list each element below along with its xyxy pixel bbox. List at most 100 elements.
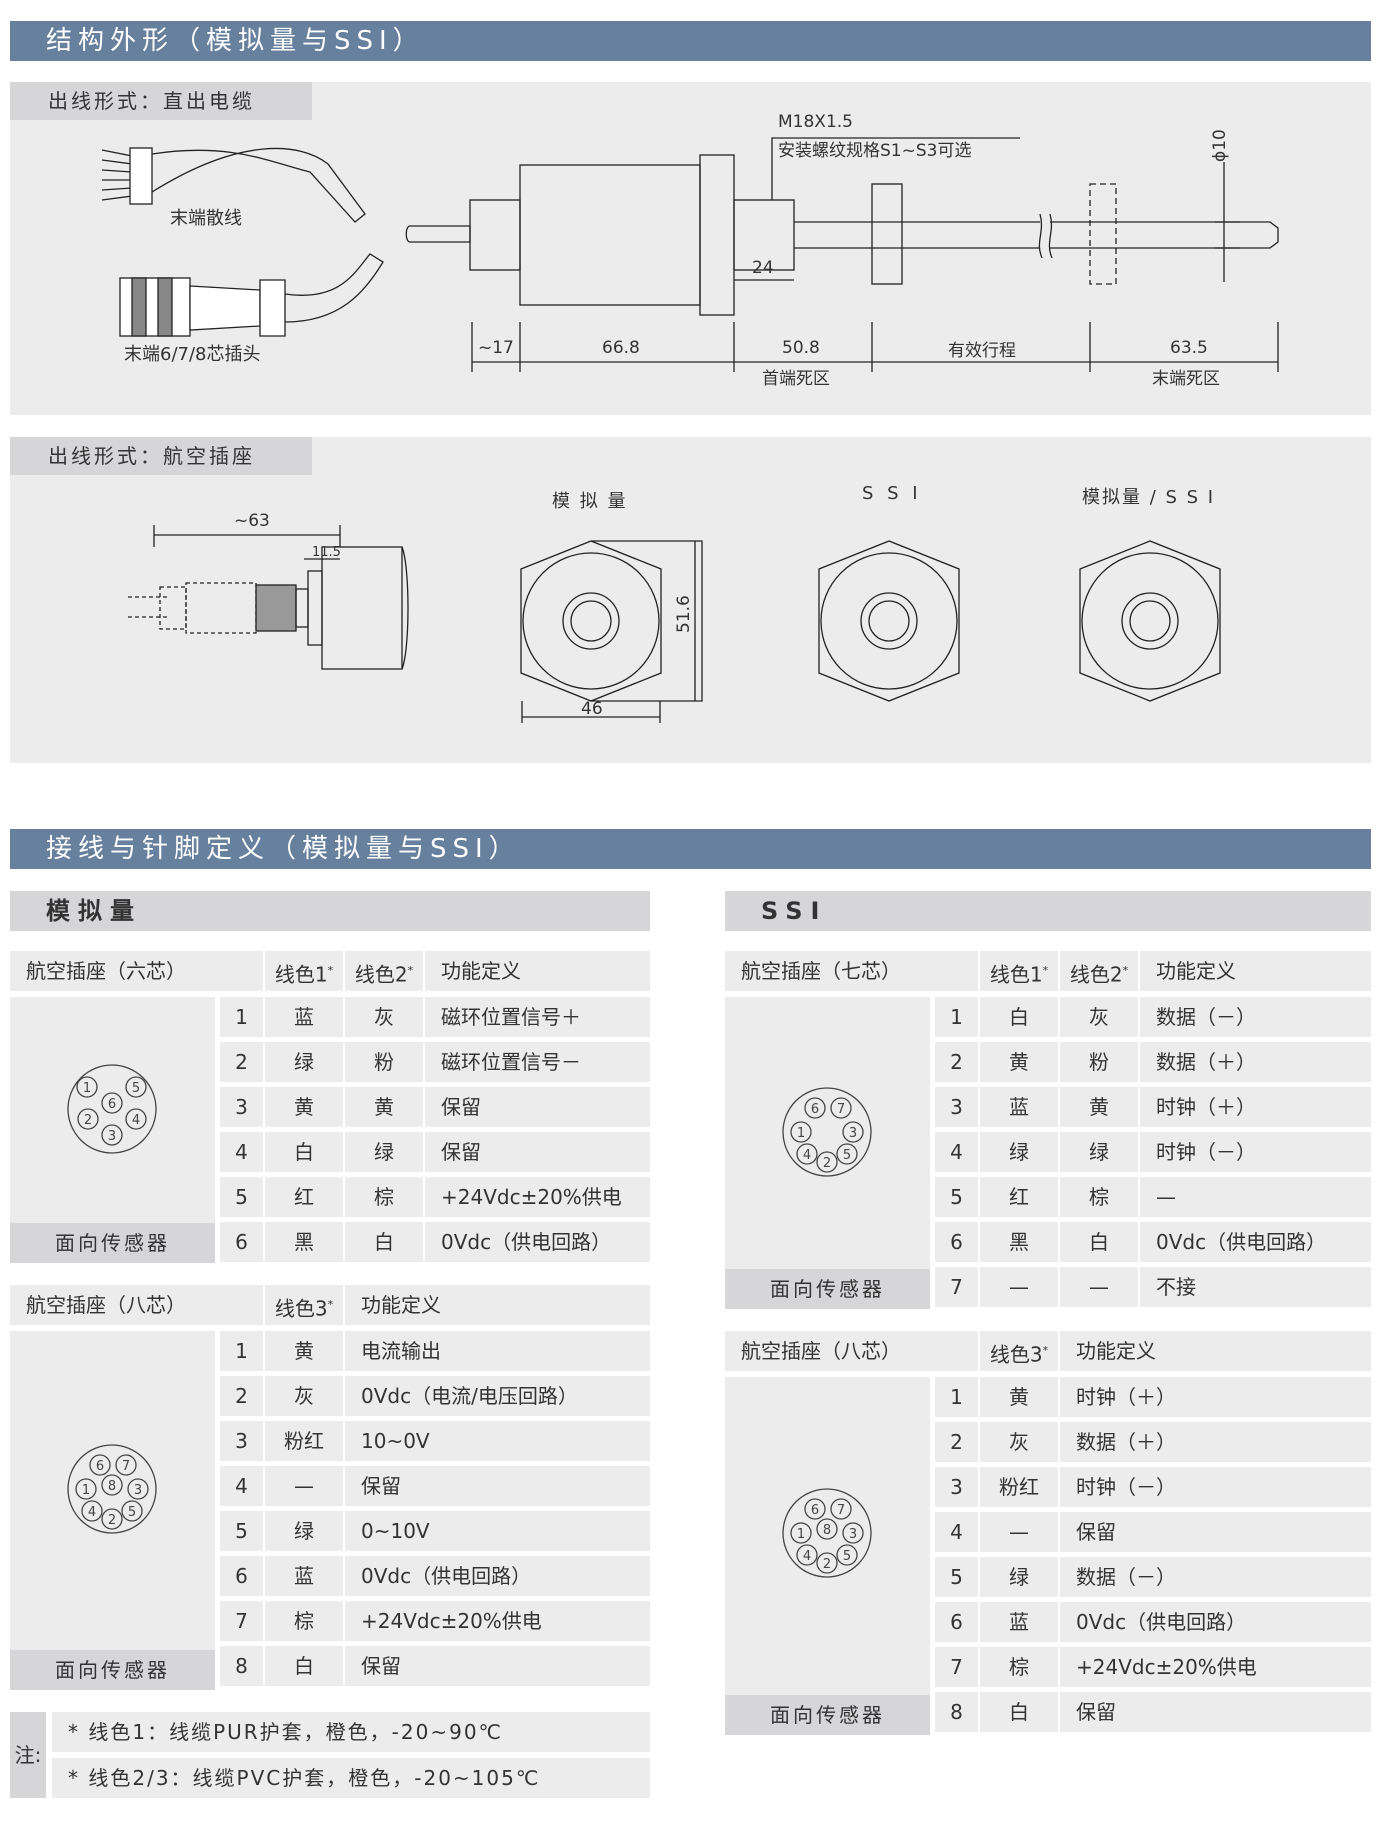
t7-row-7-col-2: — [980, 1267, 1058, 1307]
svg-text:7: 7 [837, 1503, 845, 1518]
t6-row-5-col-1: 5 [220, 1177, 263, 1217]
t8a-h-color3: 线色3* [265, 1285, 343, 1325]
thread-label: M18X1.5 [778, 112, 853, 132]
t8a-row-4-col-1: 4 [220, 1466, 263, 1506]
svg-text:6: 6 [811, 1102, 819, 1117]
t8a-h-func: 功能定义 [345, 1285, 650, 1325]
t7-row-5-col-2: 红 [980, 1177, 1058, 1217]
t6-row-1-col-4: 磁环位置信号＋ [425, 997, 650, 1037]
t7-face-label: 面向传感器 [725, 1269, 930, 1309]
t8a-row-5-col-1: 5 [220, 1511, 263, 1551]
t7-row-4-col-3: 绿 [1060, 1132, 1138, 1172]
t7-row-1-col-4: 数据（－） [1140, 997, 1371, 1037]
t6-row-4-col-2: 白 [265, 1132, 343, 1172]
t7-h-func: 功能定义 [1140, 951, 1371, 991]
svg-text:7: 7 [837, 1102, 845, 1117]
t7-row-2-col-2: 黄 [980, 1042, 1058, 1082]
t8s-row-3-col-3: 时钟（－） [1060, 1467, 1371, 1507]
t8s-row-5-col-3: 数据（－） [1060, 1557, 1371, 1597]
dim-17: ~17 [478, 338, 514, 358]
note-2: * 线色2/3：线缆PVC护套，橙色，-20~105℃ [52, 1758, 650, 1798]
t8s-row-8-col-2: 白 [980, 1692, 1058, 1732]
dim-phi10: ϕ10 [1210, 129, 1230, 162]
t7-row-7-col-4: 不接 [1140, 1267, 1371, 1307]
t6-face-label: 面向传感器 [10, 1223, 215, 1263]
t6-h-color2: 线色2* [345, 951, 423, 991]
svg-text:2: 2 [823, 1557, 831, 1572]
t8a-row-1-col-2: 黄 [265, 1331, 343, 1371]
t7-row-2-col-4: 数据（＋） [1140, 1042, 1371, 1082]
t8a-row-7-col-1: 7 [220, 1601, 263, 1641]
t8s-row-2-col-2: 灰 [980, 1422, 1058, 1462]
view-title-both: 模拟量 / S S I [1082, 487, 1216, 508]
svg-text:5: 5 [843, 1549, 851, 1564]
t8a-row-6-col-1: 6 [220, 1556, 263, 1596]
t8s-row-1-col-2: 黄 [980, 1377, 1058, 1417]
t7-row-4-col-2: 绿 [980, 1132, 1058, 1172]
t8s-row-5-col-2: 绿 [980, 1557, 1058, 1597]
dim-stroke: 有效行程 [948, 341, 1016, 361]
t7-row-5-col-1: 5 [935, 1177, 978, 1217]
t8s-row-7-col-2: 棕 [980, 1647, 1058, 1687]
t7-row-3-col-2: 蓝 [980, 1087, 1058, 1127]
panel-aviation-socket: 出线形式：航空插座 [10, 437, 1371, 763]
t8s-row-3-col-1: 3 [935, 1467, 978, 1507]
t6-row-3-col-1: 3 [220, 1087, 263, 1127]
t7-row-1-col-1: 1 [935, 997, 978, 1037]
t8a-row-5-col-2: 绿 [265, 1511, 343, 1551]
t6-row-6-col-1: 6 [220, 1222, 263, 1262]
t6-row-1-col-1: 1 [220, 997, 263, 1037]
dim-end-dead-zone: 末端死区 [1152, 369, 1220, 389]
t8s-h-func: 功能定义 [1060, 1331, 1371, 1371]
svg-text:3: 3 [849, 1527, 857, 1542]
t8s-row-7-col-1: 7 [935, 1647, 978, 1687]
t8a-row-4-col-3: 保留 [345, 1466, 650, 1506]
t6-row-1-col-3: 灰 [345, 997, 423, 1037]
t7-row-4-col-1: 4 [935, 1132, 978, 1172]
t6-row-2-col-2: 绿 [265, 1042, 343, 1082]
t6-row-5-col-4: +24Vdc±20%供电 [425, 1177, 650, 1217]
t7-row-4-col-4: 时钟（－） [1140, 1132, 1371, 1172]
t8s-row-6-col-3: 0Vdc（供电回路） [1060, 1602, 1371, 1642]
t8s-row-3-col-2: 粉红 [980, 1467, 1058, 1507]
t8a-row-8-col-3: 保留 [345, 1646, 650, 1686]
t8a-row-2-col-3: 0Vdc（电流/电压回路） [345, 1376, 650, 1416]
section-title-wiring: 接线与针脚定义（模拟量与SSI） [10, 829, 1371, 869]
t7-row-6-col-4: 0Vdc（供电回路） [1140, 1222, 1371, 1262]
dim-66-8: 66.8 [602, 338, 640, 358]
t6-row-6-col-4: 0Vdc（供电回路） [425, 1222, 650, 1262]
t8a-row-7-col-2: 棕 [265, 1601, 343, 1641]
t8a-row-3-col-3: 10~0V [345, 1421, 650, 1461]
t8a-row-7-col-3: +24Vdc±20%供电 [345, 1601, 650, 1641]
t8s-row-2-col-3: 数据（＋） [1060, 1422, 1371, 1462]
t7-row-3-col-1: 3 [935, 1087, 978, 1127]
t6-h-color1: 线色1* [265, 951, 343, 991]
svg-text:1: 1 [797, 1126, 805, 1141]
t8a-row-1-col-3: 电流输出 [345, 1331, 650, 1371]
dim-63-5: 63.5 [1170, 338, 1208, 358]
svg-text:8: 8 [108, 1479, 116, 1494]
t7-h-socket: 航空插座（七芯） [725, 951, 978, 991]
t8a-row-2-col-2: 灰 [265, 1376, 343, 1416]
t6-row-3-col-3: 黄 [345, 1087, 423, 1127]
t8a-row-3-col-2: 粉红 [265, 1421, 343, 1461]
t8a-row-8-col-2: 白 [265, 1646, 343, 1686]
t7-row-5-col-3: 棕 [1060, 1177, 1138, 1217]
socket-drawing [128, 525, 1221, 723]
t6-row-4-col-1: 4 [220, 1132, 263, 1172]
svg-text:4: 4 [132, 1113, 140, 1128]
t8s-row-1-col-3: 时钟（＋） [1060, 1377, 1371, 1417]
t8a-row-2-col-1: 2 [220, 1376, 263, 1416]
t8a-row-6-col-3: 0Vdc（供电回路） [345, 1556, 650, 1596]
t8s-row-5-col-1: 5 [935, 1557, 978, 1597]
t6-row-1-col-2: 蓝 [265, 997, 343, 1037]
svg-text:4: 4 [803, 1148, 811, 1163]
t8s-row-1-col-1: 1 [935, 1377, 978, 1417]
dim-63: ~63 [234, 511, 270, 531]
panel-tag: 出线形式：航空插座 [10, 437, 312, 475]
svg-text:5: 5 [128, 1505, 136, 1520]
t7-row-6-col-1: 6 [935, 1222, 978, 1262]
t6-row-6-col-2: 黑 [265, 1222, 343, 1262]
